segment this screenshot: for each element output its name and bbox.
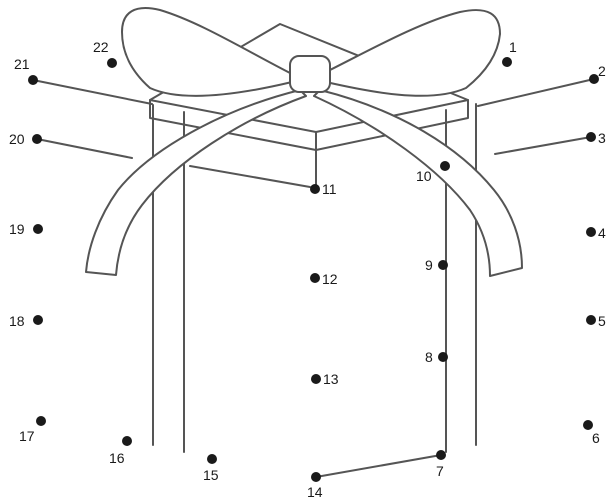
- dot-marker[interactable]: [311, 374, 321, 384]
- segment-7-14: [315, 454, 442, 478]
- dot-4[interactable]: 4: [586, 225, 606, 241]
- dot-number-label: 16: [109, 450, 125, 466]
- dot-7[interactable]: 7: [436, 450, 446, 479]
- bow-left-loop: [121, 7, 293, 97]
- dot-6[interactable]: 6: [583, 420, 600, 446]
- dot-13[interactable]: 13: [311, 371, 339, 387]
- dot-number-label: 13: [323, 371, 339, 387]
- dot-10[interactable]: 10: [416, 161, 450, 184]
- dot-9[interactable]: 9: [425, 257, 448, 273]
- dot-number-label: 12: [322, 271, 338, 287]
- segment-box-11: [189, 165, 311, 188]
- box-lid-right-band: [315, 99, 469, 151]
- dot-number-label: 9: [425, 257, 433, 273]
- dot-number-label: 8: [425, 349, 433, 365]
- bow-right-tail: [313, 89, 523, 277]
- dot-marker[interactable]: [438, 260, 448, 270]
- dot-marker[interactable]: [310, 184, 320, 194]
- dot-18[interactable]: 18: [9, 313, 43, 329]
- segment-2-box: [477, 78, 595, 107]
- dot-number-label: 3: [598, 130, 606, 146]
- dot-number-label: 17: [19, 428, 35, 444]
- dot-marker[interactable]: [311, 472, 321, 482]
- dot-number-label: 10: [416, 168, 432, 184]
- dot-3[interactable]: 3: [586, 130, 606, 146]
- dot-number-label: 1: [509, 39, 517, 55]
- dot-marker[interactable]: [107, 58, 117, 68]
- dot-marker[interactable]: [583, 420, 593, 430]
- dot-marker[interactable]: [33, 224, 43, 234]
- dot-14[interactable]: 14: [307, 472, 323, 500]
- dot-22[interactable]: 22: [93, 39, 117, 68]
- dot-number-label: 7: [436, 463, 444, 479]
- dot-15[interactable]: 15: [203, 454, 219, 483]
- dot-number-label: 6: [592, 430, 600, 446]
- dot-19[interactable]: 19: [9, 221, 43, 237]
- dot-12[interactable]: 12: [310, 271, 338, 287]
- dot-marker[interactable]: [33, 315, 43, 325]
- dot-marker[interactable]: [438, 352, 448, 362]
- dot-marker[interactable]: [310, 273, 320, 283]
- dot-5[interactable]: 5: [586, 313, 606, 329]
- gift-box-drawing: [32, 7, 595, 478]
- dot-number-label: 18: [9, 313, 25, 329]
- dot-number-label: 11: [322, 181, 337, 197]
- dot-number-label: 22: [93, 39, 109, 55]
- dot-number-label: 21: [14, 56, 30, 72]
- dot-20[interactable]: 20: [9, 131, 42, 147]
- dot-21[interactable]: 21: [14, 56, 38, 85]
- dot-marker[interactable]: [586, 227, 596, 237]
- dot-marker[interactable]: [122, 436, 132, 446]
- bow-right-loop: [325, 9, 501, 97]
- dot-number-label: 5: [598, 313, 606, 329]
- dot-marker[interactable]: [32, 134, 42, 144]
- segment-3-box: [494, 136, 592, 155]
- dot-marker[interactable]: [207, 454, 217, 464]
- dot-11[interactable]: 11: [310, 181, 337, 197]
- dot-number-label: 4: [598, 225, 606, 241]
- dot-marker[interactable]: [586, 315, 596, 325]
- bow-left-tail: [85, 89, 307, 276]
- segment-21-box: [32, 79, 153, 105]
- dot-marker[interactable]: [36, 416, 46, 426]
- dot-marker[interactable]: [440, 161, 450, 171]
- dot-marker[interactable]: [502, 57, 512, 67]
- dot-marker[interactable]: [436, 450, 446, 460]
- dot-number-label: 14: [307, 484, 323, 500]
- segment-20-box: [36, 138, 133, 159]
- bow-knot: [289, 55, 331, 93]
- dot-marker[interactable]: [28, 75, 38, 85]
- dot-17[interactable]: 17: [19, 416, 46, 444]
- dot-number-label: 20: [9, 131, 25, 147]
- dot-marker[interactable]: [586, 132, 596, 142]
- dot-16[interactable]: 16: [109, 436, 132, 466]
- dot-2[interactable]: 2: [589, 63, 606, 84]
- dot-number-label: 2: [598, 63, 606, 79]
- dot-marker[interactable]: [589, 74, 599, 84]
- dot-number-label: 19: [9, 221, 25, 237]
- dot-1[interactable]: 1: [502, 39, 517, 67]
- dot-8[interactable]: 8: [425, 349, 448, 365]
- dot-number-label: 15: [203, 467, 219, 483]
